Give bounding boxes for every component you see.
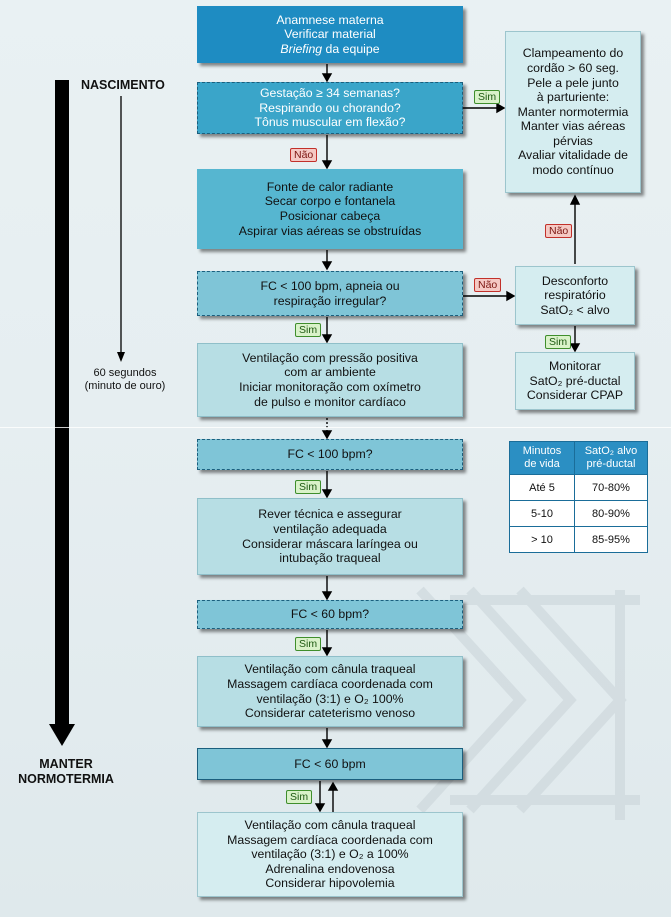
sim-tag-fc-60-final: Sim (286, 790, 313, 804)
sixty-seconds-arrowhead (117, 352, 125, 362)
manter-normotermia-label: MANTER NORMOTERMIA (18, 757, 114, 786)
table-row: 5-10 80-90% (509, 500, 648, 527)
adrenalina-box: Ventilação com cânula traqueal Massagem … (197, 812, 463, 897)
center-connectors (314, 64, 339, 813)
sim-tag-gestacao: Sim (474, 90, 501, 104)
side-connectors (462, 102, 581, 353)
sixty-seconds-label: 60 segundos (minuto de ouro) (84, 367, 166, 392)
sim-tag-fc-100: Sim (295, 480, 322, 494)
sim-tag-desconforto: Sim (545, 335, 572, 349)
nascimento-label: NASCIMENTO (81, 78, 165, 92)
table-row: Até 5 70-80% (509, 474, 648, 501)
table-header-minutos: Minutos de vida (509, 441, 575, 475)
nao-tag-desconforto: Não (545, 224, 573, 238)
clampeamento-box: Clampeamento do cordão > 60 seg. Pele a … (505, 31, 641, 193)
anamnese-box: Anamnese materna Verificar material Brie… (197, 6, 463, 63)
gestacao-decision: Gestação ≥ 34 semanas? Respirando ou cho… (197, 82, 463, 134)
table-header-sato2: SatO₂ alvo pré-ductal (574, 441, 648, 475)
sato2-table: Minutos de vida SatO₂ alvo pré-ductal At… (509, 441, 648, 553)
timeline-arrowhead (49, 724, 75, 746)
sim-tag-fc-apneia: Sim (295, 323, 322, 337)
fc-60-final-decision: FC < 60 bpm (197, 748, 463, 780)
ventilacao-canula-box: Ventilação com cânula traqueal Massagem … (197, 656, 463, 727)
sim-tag-fc-60: Sim (295, 637, 322, 651)
timeline-bar (55, 80, 69, 728)
table-row: > 10 85-95% (509, 526, 648, 553)
fc-60-decision: FC < 60 bpm? (197, 600, 463, 629)
monitorar-box: Monitorar SatO₂ pré-ductal Considerar CP… (515, 352, 635, 410)
fc-apneia-decision: FC < 100 bpm, apneia ou respiração irreg… (197, 271, 463, 316)
nao-tag-gestacao: Não (290, 148, 318, 162)
divider-line (0, 427, 671, 428)
fc-100-decision: FC < 100 bpm? (197, 439, 463, 470)
rever-tecnica-box: Rever técnica e assegurar ventilação ade… (197, 498, 463, 575)
fonte-calor-box: Fonte de calor radiante Secar corpo e fo… (197, 169, 463, 249)
ventilacao-pressao-box: Ventilação com pressão positiva com ar a… (197, 343, 463, 417)
desconforto-box: Desconforto respiratório SatO₂ < alvo (515, 266, 635, 325)
nao-tag-fc-apneia: Não (474, 278, 502, 292)
